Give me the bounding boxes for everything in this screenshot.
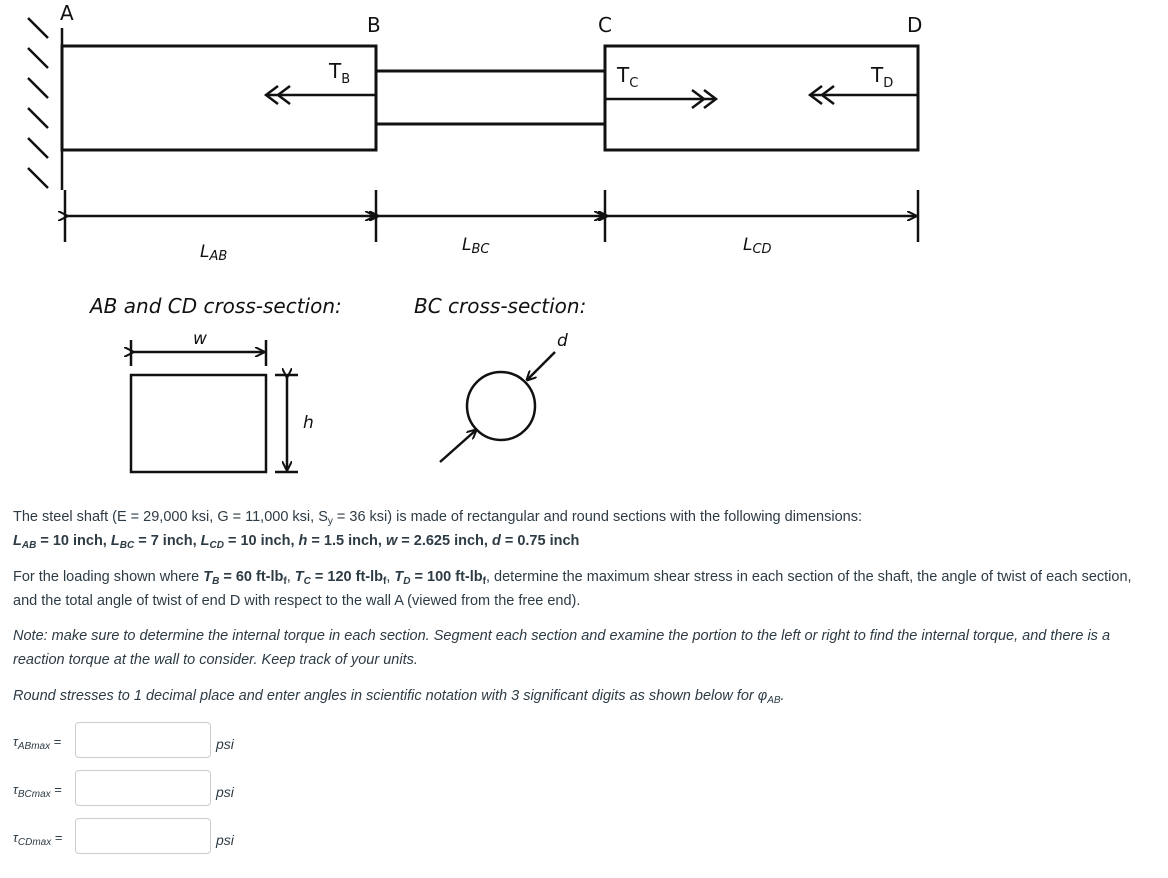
tau-ab-unit: psi	[216, 736, 234, 752]
dimensions-list: LAB = 10 inch, LBC = 7 inch, LCD = 10 in…	[13, 533, 580, 551]
length-label-lab: LAB	[200, 242, 227, 264]
label-c: C	[598, 13, 612, 37]
dimension-lines	[65, 190, 920, 242]
torque-arrow-tc	[605, 89, 719, 109]
torque-label-tb: TB	[328, 59, 350, 87]
fixed-wall	[27, 17, 64, 190]
round-cross-section	[465, 370, 537, 442]
label-b: B	[367, 13, 381, 37]
tau-cd-unit: psi	[216, 832, 234, 848]
tau-cd-label: τCDmax =	[13, 830, 63, 848]
ab-cd-cross-section-title: AB and CD cross-section:	[88, 294, 342, 318]
rectangular-cross-section	[129, 373, 268, 474]
d-dimension	[439, 351, 556, 463]
w-dimension	[131, 340, 268, 366]
h-dimension	[275, 375, 298, 474]
note-text: Note: make sure to determine the interna…	[13, 628, 1111, 668]
d-label: d	[557, 331, 568, 351]
shaft-diagram: A B C D TB TC TD LAB LBC LCD AB and CD c…	[27, 1, 922, 474]
tau-cd-input[interactable]	[75, 818, 211, 854]
loading-description: For the loading shown where TB = 60 ft-l…	[13, 569, 1132, 609]
torque-label-td: TD	[870, 63, 893, 91]
problem-statement: The steel shaft (E = 29,000 ksi, G = 11,…	[13, 505, 1153, 553]
tau-ab-input[interactable]	[75, 722, 211, 758]
tau-ab-label: τABmax =	[13, 734, 62, 752]
tau-bc-unit: psi	[216, 784, 234, 800]
rounding-instructions: Round stresses to 1 decimal place and en…	[13, 688, 785, 706]
tau-bc-label: τBCmax =	[13, 782, 62, 800]
length-label-lbc: LBC	[462, 235, 490, 257]
torque-label-tc: TC	[616, 63, 638, 91]
torque-arrow-tb	[263, 85, 376, 105]
w-label: w	[193, 329, 207, 349]
h-label: h	[303, 413, 314, 433]
bc-cross-section-title: BC cross-section:	[414, 294, 586, 318]
tau-bc-input[interactable]	[75, 770, 211, 806]
length-label-lcd: LCD	[743, 235, 772, 257]
torque-arrow-td	[807, 85, 918, 105]
label-d: D	[907, 13, 922, 37]
label-a: A	[60, 1, 74, 25]
material-properties: The steel shaft (E = 29,000 ksi, G = 11,…	[13, 509, 863, 527]
section-bc	[374, 69, 607, 126]
